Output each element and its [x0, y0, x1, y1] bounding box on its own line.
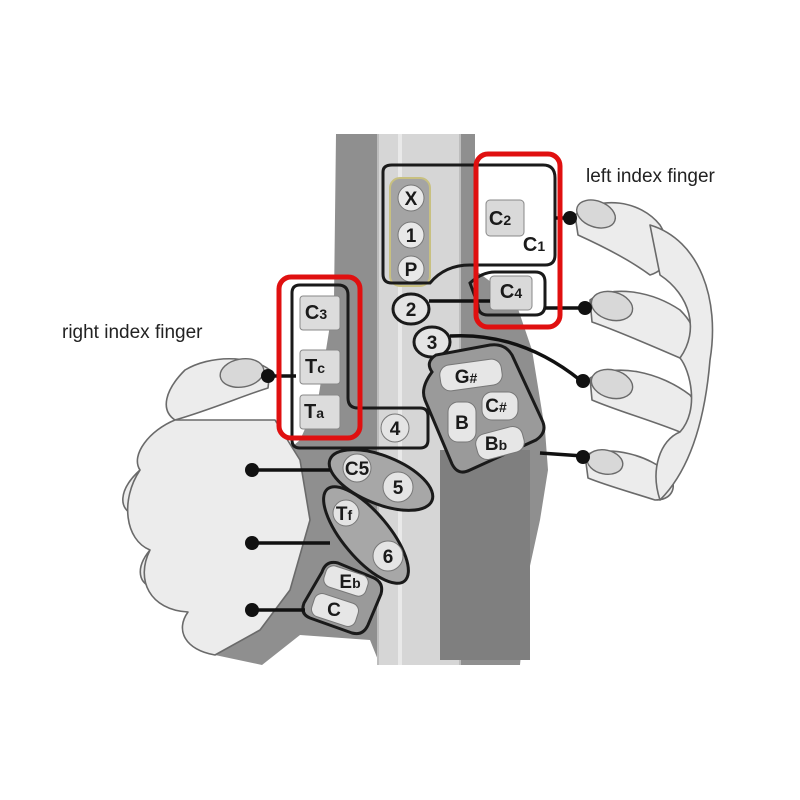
key-eflat[interactable] — [322, 564, 371, 599]
key-c4[interactable] — [489, 275, 533, 311]
key-3-label[interactable]: 3 — [427, 333, 438, 354]
key-ta-label: Ta — [304, 401, 324, 423]
top-key-outline — [381, 163, 557, 285]
caption-left-index: left index finger — [586, 166, 716, 187]
key-c3-label: C3 — [305, 302, 327, 324]
left-index-nail — [575, 199, 617, 229]
key-c-low-label: C — [327, 600, 341, 621]
highlight-right-index — [276, 274, 363, 441]
left-ring-nail — [590, 368, 634, 400]
key-c4-label: C4 — [500, 281, 522, 303]
left-hand — [574, 199, 714, 501]
highlight-left-index — [473, 151, 563, 330]
key-p-label: P — [405, 260, 418, 281]
dot-right-ring — [245, 536, 259, 550]
key-1[interactable] — [397, 221, 425, 249]
dot-left-middle — [578, 301, 592, 315]
key-bflat-label: Bb — [485, 434, 507, 455]
dot-left-ring — [576, 374, 590, 388]
key-5-label: 5 — [393, 478, 404, 499]
dot-right-little — [245, 603, 259, 617]
lower-joint-bore — [440, 450, 530, 660]
right-index-nail — [219, 357, 265, 389]
key-csharp[interactable] — [481, 391, 519, 421]
key-1-label: 1 — [406, 226, 417, 247]
key-4[interactable] — [380, 413, 410, 443]
key-6[interactable] — [372, 540, 404, 572]
right-palm — [126, 419, 311, 656]
key-c-low[interactable] — [309, 591, 360, 628]
key-c1-label: C1 — [523, 234, 545, 256]
key-c3[interactable] — [299, 295, 341, 331]
key-csharp-label: C# — [485, 396, 507, 417]
key-c5-label: C5 — [345, 459, 370, 480]
key-x[interactable] — [397, 184, 425, 212]
dot-right-middle — [245, 463, 259, 477]
key-2-outline — [391, 292, 431, 326]
key-5[interactable] — [382, 471, 414, 503]
key-tc[interactable] — [299, 349, 341, 385]
key-c2-label: C2 — [489, 208, 511, 230]
dot-left-index — [563, 211, 577, 225]
key-tf[interactable] — [332, 499, 360, 527]
key-c2[interactable] — [485, 199, 525, 237]
key-b-label: B — [455, 413, 469, 434]
key-6-label: 6 — [383, 547, 394, 568]
key-x-label: X — [405, 189, 418, 210]
leader-left-ring — [449, 333, 582, 382]
dot-right-index — [261, 369, 275, 383]
left-middle-nail — [590, 290, 634, 322]
key-b[interactable] — [447, 401, 477, 443]
key-eflat-label: Eb — [339, 572, 360, 593]
right-hand — [122, 357, 311, 656]
key-tf-label: Tf — [336, 504, 353, 525]
caption-right-index: right index finger — [62, 322, 203, 343]
key-group-top-left: X 1 P — [389, 177, 431, 287]
key-group-c1-c2: C2 C1 — [485, 199, 545, 256]
key-tc-label: Tc — [305, 356, 325, 378]
leader-left-little — [539, 451, 584, 458]
left-palm — [649, 224, 714, 501]
key-bflat[interactable] — [473, 424, 526, 462]
key-gsharp[interactable] — [438, 358, 503, 392]
key-c5[interactable] — [342, 453, 372, 483]
dot-left-little — [576, 450, 590, 464]
key-4-label: 4 — [390, 419, 401, 440]
key-gsharp-label: G# — [455, 367, 478, 388]
key-cluster-left-little: G# B C# Bb — [422, 343, 546, 474]
c4-key-outline — [468, 270, 547, 317]
key-ta[interactable] — [299, 394, 341, 430]
key-2-label[interactable]: 2 — [406, 300, 417, 321]
